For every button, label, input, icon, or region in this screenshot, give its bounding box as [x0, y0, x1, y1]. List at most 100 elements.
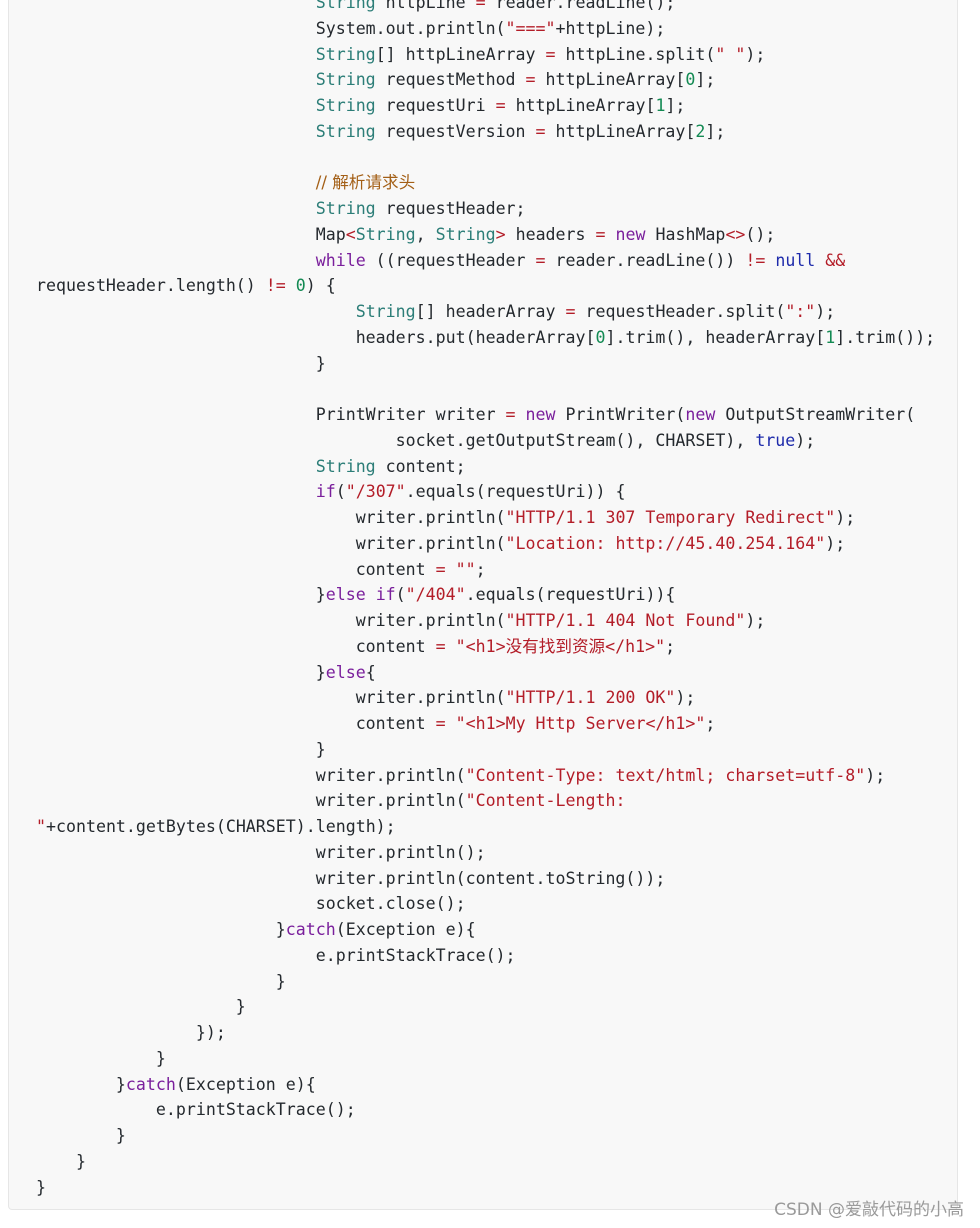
code-line: String[] httpLineArray = httpLine.split(…: [36, 42, 935, 68]
code-token: }: [36, 739, 326, 759]
code-line: String requestHeader;: [36, 196, 935, 222]
code-token: writer.println(: [36, 611, 506, 630]
code-token-str: "/307": [345, 482, 406, 502]
code-line: content = "<h1>My Http Server</h1>";: [36, 711, 935, 737]
code-token-str: "Location: http://45.40.254.164": [505, 533, 826, 553]
code-token-type: String: [315, 0, 376, 12]
code-token: socket.close();: [36, 894, 466, 914]
code-line: }: [36, 351, 935, 377]
code-token: ;: [665, 636, 676, 656]
code-token: requestUri: [375, 96, 496, 115]
code-token: }: [36, 997, 246, 1017]
code-token-op: =: [435, 559, 446, 579]
code-token-op: &&: [825, 250, 846, 270]
code-token: [36, 199, 316, 218]
code-token: e.printStackTrace();: [36, 945, 516, 965]
code-token: writer.println(: [36, 533, 506, 553]
code-token: PrintWriter(: [555, 405, 686, 424]
code-line: writer.println(content.toString());: [36, 866, 935, 892]
code-token: }: [36, 1048, 166, 1068]
code-token-op: =: [535, 121, 546, 141]
code-line: }: [36, 1175, 935, 1201]
code-token: ];: [705, 121, 726, 141]
code-token: reader.readLine();: [485, 0, 676, 12]
code-token: ();: [745, 224, 776, 244]
code-token-cm: // 解析请求头: [315, 173, 416, 193]
code-token: requestHeader.split(: [575, 302, 786, 321]
code-line: e.printStackTrace();: [36, 1097, 935, 1123]
code-token-kw: if: [315, 482, 336, 502]
code-token: );: [815, 302, 836, 321]
code-line: content = "";: [36, 557, 935, 583]
code-token-type: String: [315, 96, 376, 115]
code-line: e.printStackTrace();: [36, 943, 935, 969]
code-token: httpLine.split(: [555, 44, 716, 64]
code-token: writer.println(: [36, 688, 506, 708]
code-line: headers.put(headerArray[0].trim(), heade…: [36, 325, 935, 351]
code-token: }: [36, 1126, 126, 1145]
code-token: ,: [415, 224, 436, 244]
code-token: requestVersion: [375, 121, 536, 141]
code-line: String httpLine = reader.readLine();: [36, 0, 935, 16]
code-token-str: "HTTP/1.1 404 Not Found": [505, 611, 746, 630]
code-token-str: ":": [785, 302, 816, 321]
code-token-kw: else: [325, 585, 366, 605]
code-token: [36, 482, 316, 501]
code-token: [36, 0, 316, 12]
code-token-str: "<h1>没有找到资源</h1>": [455, 636, 666, 656]
code-token-kw: new: [685, 405, 716, 424]
code-token: httpLine: [375, 0, 476, 12]
code-token: e.printStackTrace();: [36, 1100, 356, 1120]
code-token: }: [36, 971, 286, 991]
code-token-op: =: [505, 405, 516, 424]
code-token: [815, 251, 825, 270]
code-token-op: =: [435, 714, 446, 733]
code-token-kw: new: [615, 224, 646, 244]
code-token: Map: [36, 224, 346, 244]
code-token: content: [36, 636, 436, 656]
code-line: String requestUri = httpLineArray[1];: [36, 93, 935, 119]
code-token: ].trim(), headerArray[: [605, 327, 826, 347]
code-token: content: [36, 559, 436, 579]
code-line: }: [36, 1046, 935, 1072]
code-token-kw: while: [315, 250, 366, 270]
code-token: httpLineArray[: [545, 121, 696, 141]
code-token: reader.readLine()): [545, 250, 746, 270]
code-line: if("/307".equals(requestUri)) {: [36, 479, 935, 505]
code-token-str: ": [36, 817, 46, 836]
code-token: );: [865, 765, 886, 785]
code-token: );: [795, 430, 816, 450]
code-token: (Exception e){: [335, 920, 476, 939]
code-line: PrintWriter writer = new PrintWriter(new…: [36, 402, 935, 428]
code-token: ].trim());: [835, 327, 936, 347]
code-token: }: [36, 1177, 46, 1197]
code-token: );: [745, 44, 766, 64]
code-token: System.out.println(: [36, 18, 506, 38]
code-token-kw: new: [525, 405, 556, 424]
code-token: headers: [505, 224, 596, 244]
code-line: String content;: [36, 454, 935, 480]
code-line: }else{: [36, 660, 935, 686]
code-token: writer.println(: [36, 791, 466, 811]
code-token: }: [36, 1074, 126, 1094]
code-token: content: [36, 714, 436, 733]
code-line: });: [36, 1020, 935, 1046]
code-token-op: =: [435, 636, 446, 656]
code-token-op: =: [495, 96, 506, 115]
code-token-str: " ": [715, 44, 746, 64]
code-token-kw: else: [325, 662, 366, 682]
code-token: writer.println();: [36, 842, 486, 862]
code-token: writer.println(: [36, 508, 506, 527]
code-line: }: [36, 1123, 935, 1149]
code-token: [36, 96, 316, 115]
code-token-type: String: [355, 224, 416, 244]
code-token-kw: if: [375, 585, 396, 605]
code-token: );: [745, 611, 766, 630]
code-block: String httpLine = reader.readLine(); Sys…: [36, 0, 935, 1200]
code-line: // 解析请求头: [36, 170, 935, 196]
code-line: writer.println("Content-Length:: [36, 788, 935, 814]
code-token: (: [335, 482, 346, 502]
code-token-op: =: [565, 302, 576, 321]
code-token: }: [36, 662, 326, 682]
code-token: [516, 405, 526, 424]
